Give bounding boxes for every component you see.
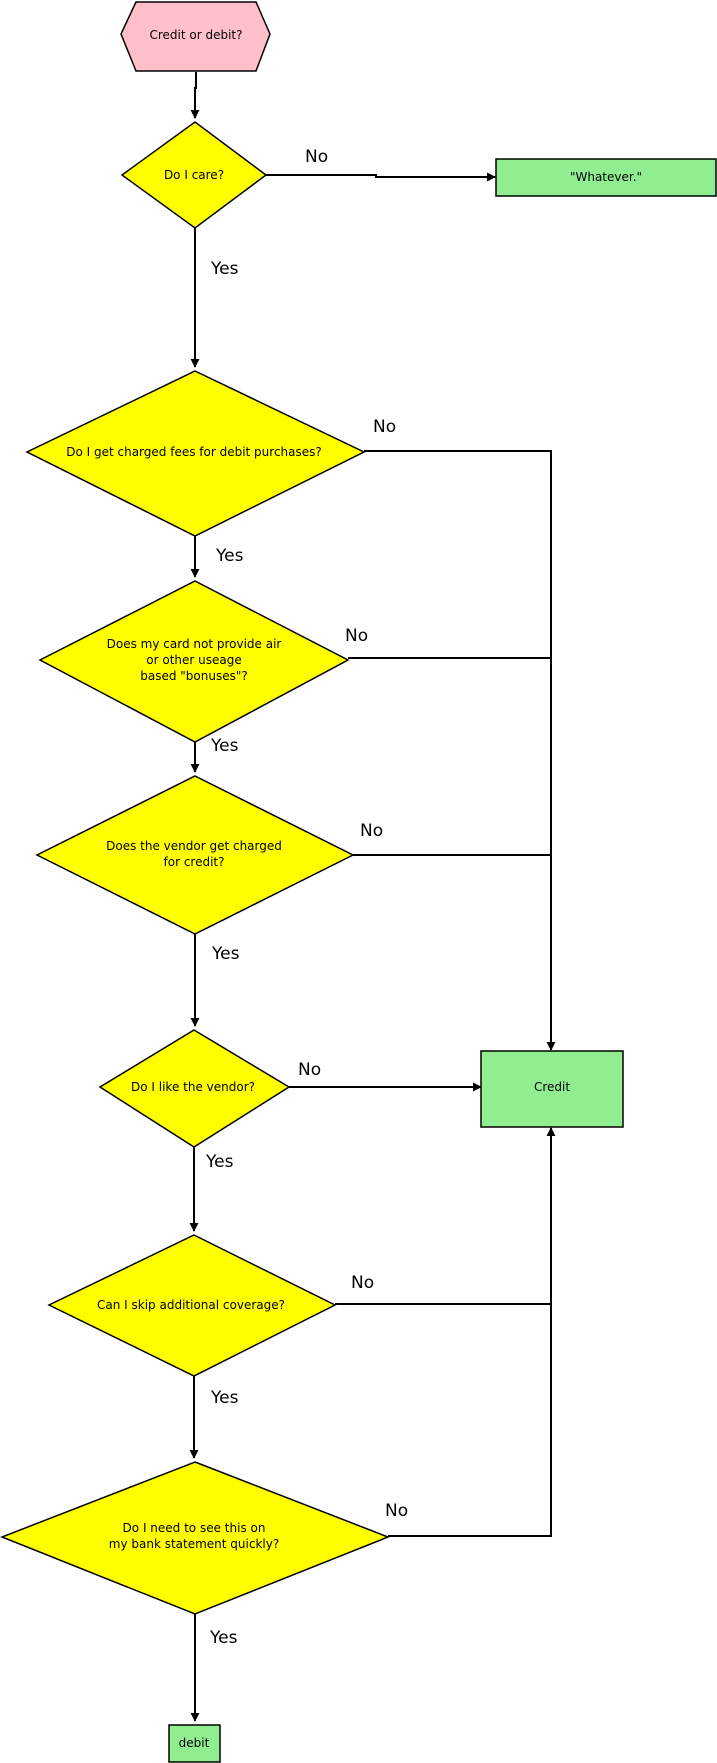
- label-bonuses-yes: Yes: [210, 736, 239, 756]
- label-vendor-charged-no: No: [360, 821, 383, 841]
- start-shape: [120, 1, 271, 72]
- label-fees-no: No: [373, 417, 396, 437]
- decision-like-vendor: Do I like the vendor?: [98, 1029, 291, 1148]
- start-node: Credit or debit?: [120, 1, 271, 72]
- decision-bonuses-shape: [38, 580, 350, 743]
- edge-labels: No Yes No Yes No Yes No Yes No Yes No Ye…: [205, 147, 408, 1648]
- label-coverage-no: No: [351, 1273, 374, 1293]
- label-vendor-charged-yes: Yes: [211, 944, 240, 964]
- start-text: Credit or debit?: [149, 28, 242, 42]
- decision-coverage-shape: [47, 1234, 337, 1377]
- node-text-line: Credit or debit?: [149, 28, 242, 42]
- label-like-vendor-yes: Yes: [205, 1152, 234, 1172]
- terminal-debit-text: debit: [179, 1736, 210, 1750]
- decision-statement: Do I need to see this on my bank statemen…: [0, 1461, 391, 1615]
- terminal-whatever-shape: [495, 158, 717, 197]
- node-text-line: Does my card not provide air: [107, 637, 282, 651]
- label-statement-no: No: [385, 1501, 408, 1521]
- node-text-line: Do I need to see this on: [123, 1521, 266, 1535]
- decision-like-vendor-shape: [98, 1029, 291, 1148]
- label-bonuses-no: No: [345, 626, 368, 646]
- decision-bonuses-text: Does my card not provide air or other use…: [107, 637, 282, 683]
- decision-care-shape: [120, 121, 268, 229]
- decision-care-text: Do I care?: [164, 168, 224, 182]
- terminal-whatever-text: "Whatever.": [570, 170, 642, 184]
- terminal-debit-shape: [168, 1724, 221, 1763]
- edges: [189, 72, 556, 1722]
- decision-care: Do I care?: [120, 121, 268, 229]
- decision-vendor-charged-shape: [35, 775, 355, 935]
- node-text-line: for credit?: [164, 855, 225, 869]
- terminal-credit: Credit: [480, 1050, 624, 1128]
- label-care-no: No: [305, 147, 328, 167]
- label-like-vendor-no: No: [298, 1060, 321, 1080]
- decision-fees-text: Do I get charged fees for debit purchase…: [66, 445, 322, 459]
- decision-like-vendor-text: Do I like the vendor?: [131, 1080, 255, 1094]
- decision-bonuses: Does my card not provide air or other use…: [38, 580, 350, 743]
- node-text-line: Do I like the vendor?: [131, 1080, 255, 1094]
- node-text-line: Does the vendor get charged: [106, 839, 282, 853]
- node-text-line: Do I get charged fees for debit purchase…: [66, 445, 322, 459]
- node-text-line: Can I skip additional coverage?: [97, 1298, 285, 1312]
- label-care-yes: Yes: [210, 259, 239, 279]
- decision-fees-shape: [25, 370, 366, 537]
- terminal-whatever: "Whatever.": [495, 158, 717, 197]
- terminal-credit-text: Credit: [534, 1080, 570, 1094]
- decision-coverage-text: Can I skip additional coverage?: [97, 1298, 285, 1312]
- decision-coverage: Can I skip additional coverage?: [47, 1234, 337, 1377]
- node-text-line: "Whatever.": [570, 170, 642, 184]
- label-statement-yes: Yes: [209, 1628, 238, 1648]
- decision-vendor-charged-text: Does the vendor get charged for credit?: [106, 839, 282, 869]
- node-text-line: Do I care?: [164, 168, 224, 182]
- edge-statement-no: [388, 1127, 556, 1537]
- terminal-credit-shape: [480, 1050, 624, 1128]
- decision-fees: Do I get charged fees for debit purchase…: [25, 370, 366, 537]
- decision-statement-text: Do I need to see this on my bank statemen…: [109, 1521, 279, 1551]
- decision-vendor-charged: Does the vendor get charged for credit?: [35, 775, 355, 935]
- label-coverage-yes: Yes: [210, 1388, 239, 1408]
- edge-fees-no: [364, 450, 556, 1051]
- decision-statement-shape: [0, 1461, 391, 1615]
- node-text-line: my bank statement quickly?: [109, 1537, 279, 1551]
- node-text-line: or other useage: [146, 653, 241, 667]
- node-text-line: based "bonuses"?: [140, 669, 248, 683]
- terminal-debit: debit: [168, 1724, 221, 1763]
- edge-care-no: [266, 172, 496, 182]
- edge-start-to-care: [190, 72, 200, 119]
- node-text-line: Credit: [534, 1080, 570, 1094]
- label-fees-yes: Yes: [215, 546, 244, 566]
- node-text-line: debit: [179, 1736, 210, 1750]
